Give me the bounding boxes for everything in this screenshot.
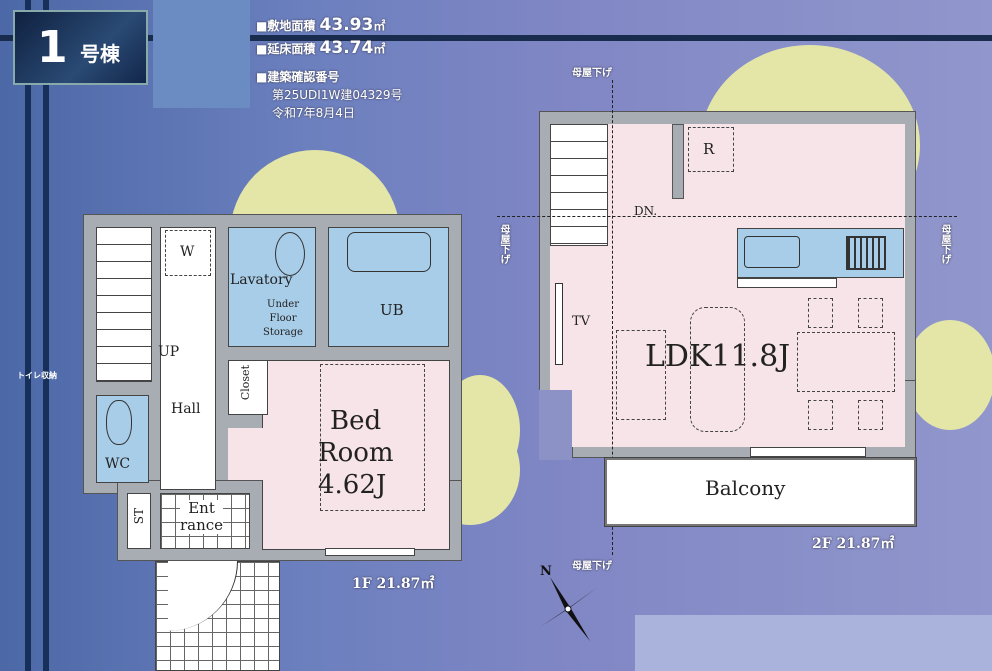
- site-area-value: 43.93: [319, 15, 374, 35]
- toilet-icon: [106, 400, 132, 445]
- window: [325, 548, 415, 556]
- floor-area: ■延床面積 43.74㎡: [256, 38, 385, 58]
- closet: [228, 360, 268, 415]
- section-line: [612, 80, 613, 555]
- bedroom-label-line2: Room: [318, 438, 394, 468]
- bedroom-label-line1: Bed: [330, 406, 382, 436]
- under-floor-label: Under Floor Storage: [263, 299, 303, 338]
- lavatory-label: Lavatory: [230, 272, 293, 288]
- decor-line: [0, 35, 992, 41]
- hall: [160, 227, 216, 490]
- permit-date: 令和7年8月4日: [272, 106, 355, 120]
- storage-r: [688, 127, 734, 172]
- bed-outline: [320, 364, 425, 511]
- dn-label: DN.: [634, 204, 658, 218]
- permit-label: ■建築確認番号: [256, 70, 340, 84]
- floor-area-label: ■延床面積: [256, 42, 316, 56]
- building-suffix: 号棟: [80, 42, 120, 66]
- under-floor-storage: Under Floor Storage: [258, 298, 308, 344]
- st-label: ST: [132, 508, 146, 525]
- window: [750, 447, 866, 457]
- floor-area-value: 43.74: [319, 38, 374, 58]
- section-line: [497, 216, 957, 217]
- stove-icon: [846, 236, 886, 270]
- bedroom-label-line3: 4.62J: [318, 470, 387, 500]
- entrance-label-line1: Ent: [188, 499, 215, 517]
- ldk-notch: [539, 390, 572, 460]
- balcony-label: Balcony: [705, 476, 786, 500]
- section-label-top: 母屋下げ: [572, 68, 612, 79]
- counter-edge: [737, 278, 837, 288]
- table-outline: [616, 330, 666, 420]
- building-title-badge: 1 号棟: [13, 10, 148, 85]
- wc-label: WC: [105, 456, 131, 472]
- sink-icon: [744, 236, 800, 268]
- compass-north-label: N: [540, 564, 552, 579]
- wall: [672, 124, 684, 199]
- hall-label: Hall: [171, 401, 201, 417]
- decor-block: [635, 615, 992, 671]
- up-label: UP: [158, 344, 180, 360]
- section-label-bottom: 母屋下げ: [572, 561, 612, 572]
- closet-label: Closet: [239, 365, 252, 401]
- permit-number: 第25UDI1W建04329号: [272, 88, 403, 102]
- sink-icon: [275, 232, 305, 276]
- floor1-area: 1F 21.87㎡: [352, 576, 435, 592]
- stairs-1f: [96, 227, 152, 382]
- shoe-storage: [127, 493, 151, 549]
- chair: [858, 400, 883, 430]
- washer-label: W: [180, 244, 195, 260]
- sofa-outline: [690, 307, 745, 432]
- section-label-right: 母屋下げ: [939, 224, 950, 264]
- ub-label: UB: [380, 301, 404, 319]
- site-area-label: ■敷地面積: [256, 19, 316, 33]
- compass-icon: N: [532, 565, 602, 645]
- decor-block: [153, 0, 250, 108]
- chair: [808, 400, 833, 430]
- decor-line: [25, 0, 31, 671]
- r-label: R: [703, 140, 715, 158]
- bathtub-icon: [347, 232, 431, 272]
- stairs-2f: [550, 124, 608, 246]
- unit-bath: [328, 227, 449, 347]
- bedroom-entry: [228, 428, 268, 480]
- section-label-left: 母屋下げ: [498, 224, 509, 264]
- dining-table-outline: [797, 332, 895, 392]
- decor-circle: [905, 320, 992, 430]
- chair: [858, 298, 883, 328]
- tv-icon: [555, 283, 563, 365]
- washer-space: [165, 230, 211, 276]
- site-area: ■敷地面積 43.93㎡: [256, 15, 385, 35]
- ldk: [550, 124, 905, 447]
- floor2-area: 2F 21.87㎡: [812, 536, 895, 552]
- floor-area-unit: ㎡: [373, 42, 386, 56]
- decor-line: [43, 0, 49, 671]
- ldk-label: LDK11.8J: [645, 339, 791, 374]
- tv-label: TV: [572, 314, 591, 329]
- compass-star-icon: [540, 577, 598, 641]
- bedroom: [262, 360, 450, 550]
- toilet-storage-label: トイレ収納: [17, 371, 57, 380]
- building-number: 1: [37, 22, 68, 73]
- chair: [808, 298, 833, 328]
- balcony: [604, 457, 917, 527]
- entrance-label-line2: rance: [180, 516, 224, 534]
- site-area-unit: ㎡: [373, 19, 386, 33]
